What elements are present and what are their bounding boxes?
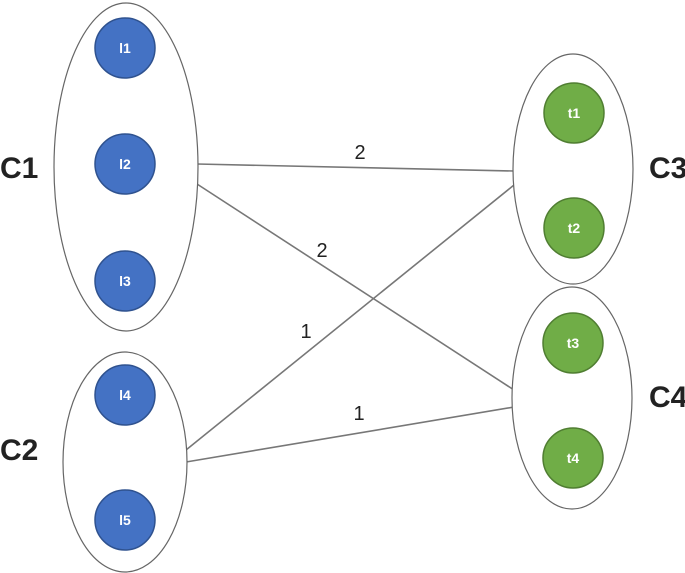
node-t2-label: t2 [568,220,581,236]
node-t3-label: t3 [567,335,580,351]
nodes: l1 l2 l3 l4 l5 t1 t2 t3 [94,17,605,551]
cluster-label-c2: C2 [0,434,38,467]
edge-c1-c3 [196,163,515,172]
edge-c2-c4 [185,406,515,463]
cluster-labels: C1 C2 C3 C4 [0,152,685,467]
edge-labels: 2 2 1 1 [300,142,365,425]
node-l3-circle [94,250,156,312]
node-l2: l2 [94,133,156,195]
node-t4-circle [542,427,604,489]
node-t4: t4 [542,427,604,489]
node-l1-label: l1 [119,40,131,56]
node-l3-label: l3 [119,273,131,289]
edge-c2-c3-weight: 1 [300,321,311,343]
node-l1: l1 [94,17,156,79]
cluster-label-c3: C3 [649,152,685,185]
edge-c2-c4-weight: 1 [353,403,364,425]
edge-c2-c3 [185,184,515,451]
node-t1-label: t1 [568,105,581,121]
node-t3: t3 [542,312,604,374]
node-t2-circle [543,197,605,259]
group-c2-ellipse [62,351,188,573]
node-l3: l3 [94,250,156,312]
node-l2-circle [94,133,156,195]
node-t3-circle [542,312,604,374]
cluster-label-c4: C4 [649,381,685,414]
node-l4-label: l4 [119,387,131,403]
node-t4-label: t4 [567,450,580,466]
edge-c1-c3-weight: 2 [354,142,365,164]
node-t1-circle [543,82,605,144]
cluster-label-c1: C1 [0,152,38,185]
edge-c1-c4-weight: 2 [316,240,327,262]
node-l1-circle [94,17,156,79]
node-l4: l4 [94,364,156,426]
node-l2-label: l2 [119,156,131,172]
node-l5-circle [94,489,156,551]
edges [185,163,515,463]
edge-c1-c4 [196,183,515,391]
node-l4-circle [94,364,156,426]
node-t1: t1 [543,82,605,144]
node-l5-label: l5 [119,512,131,528]
node-l5: l5 [94,489,156,551]
node-t2: t2 [543,197,605,259]
